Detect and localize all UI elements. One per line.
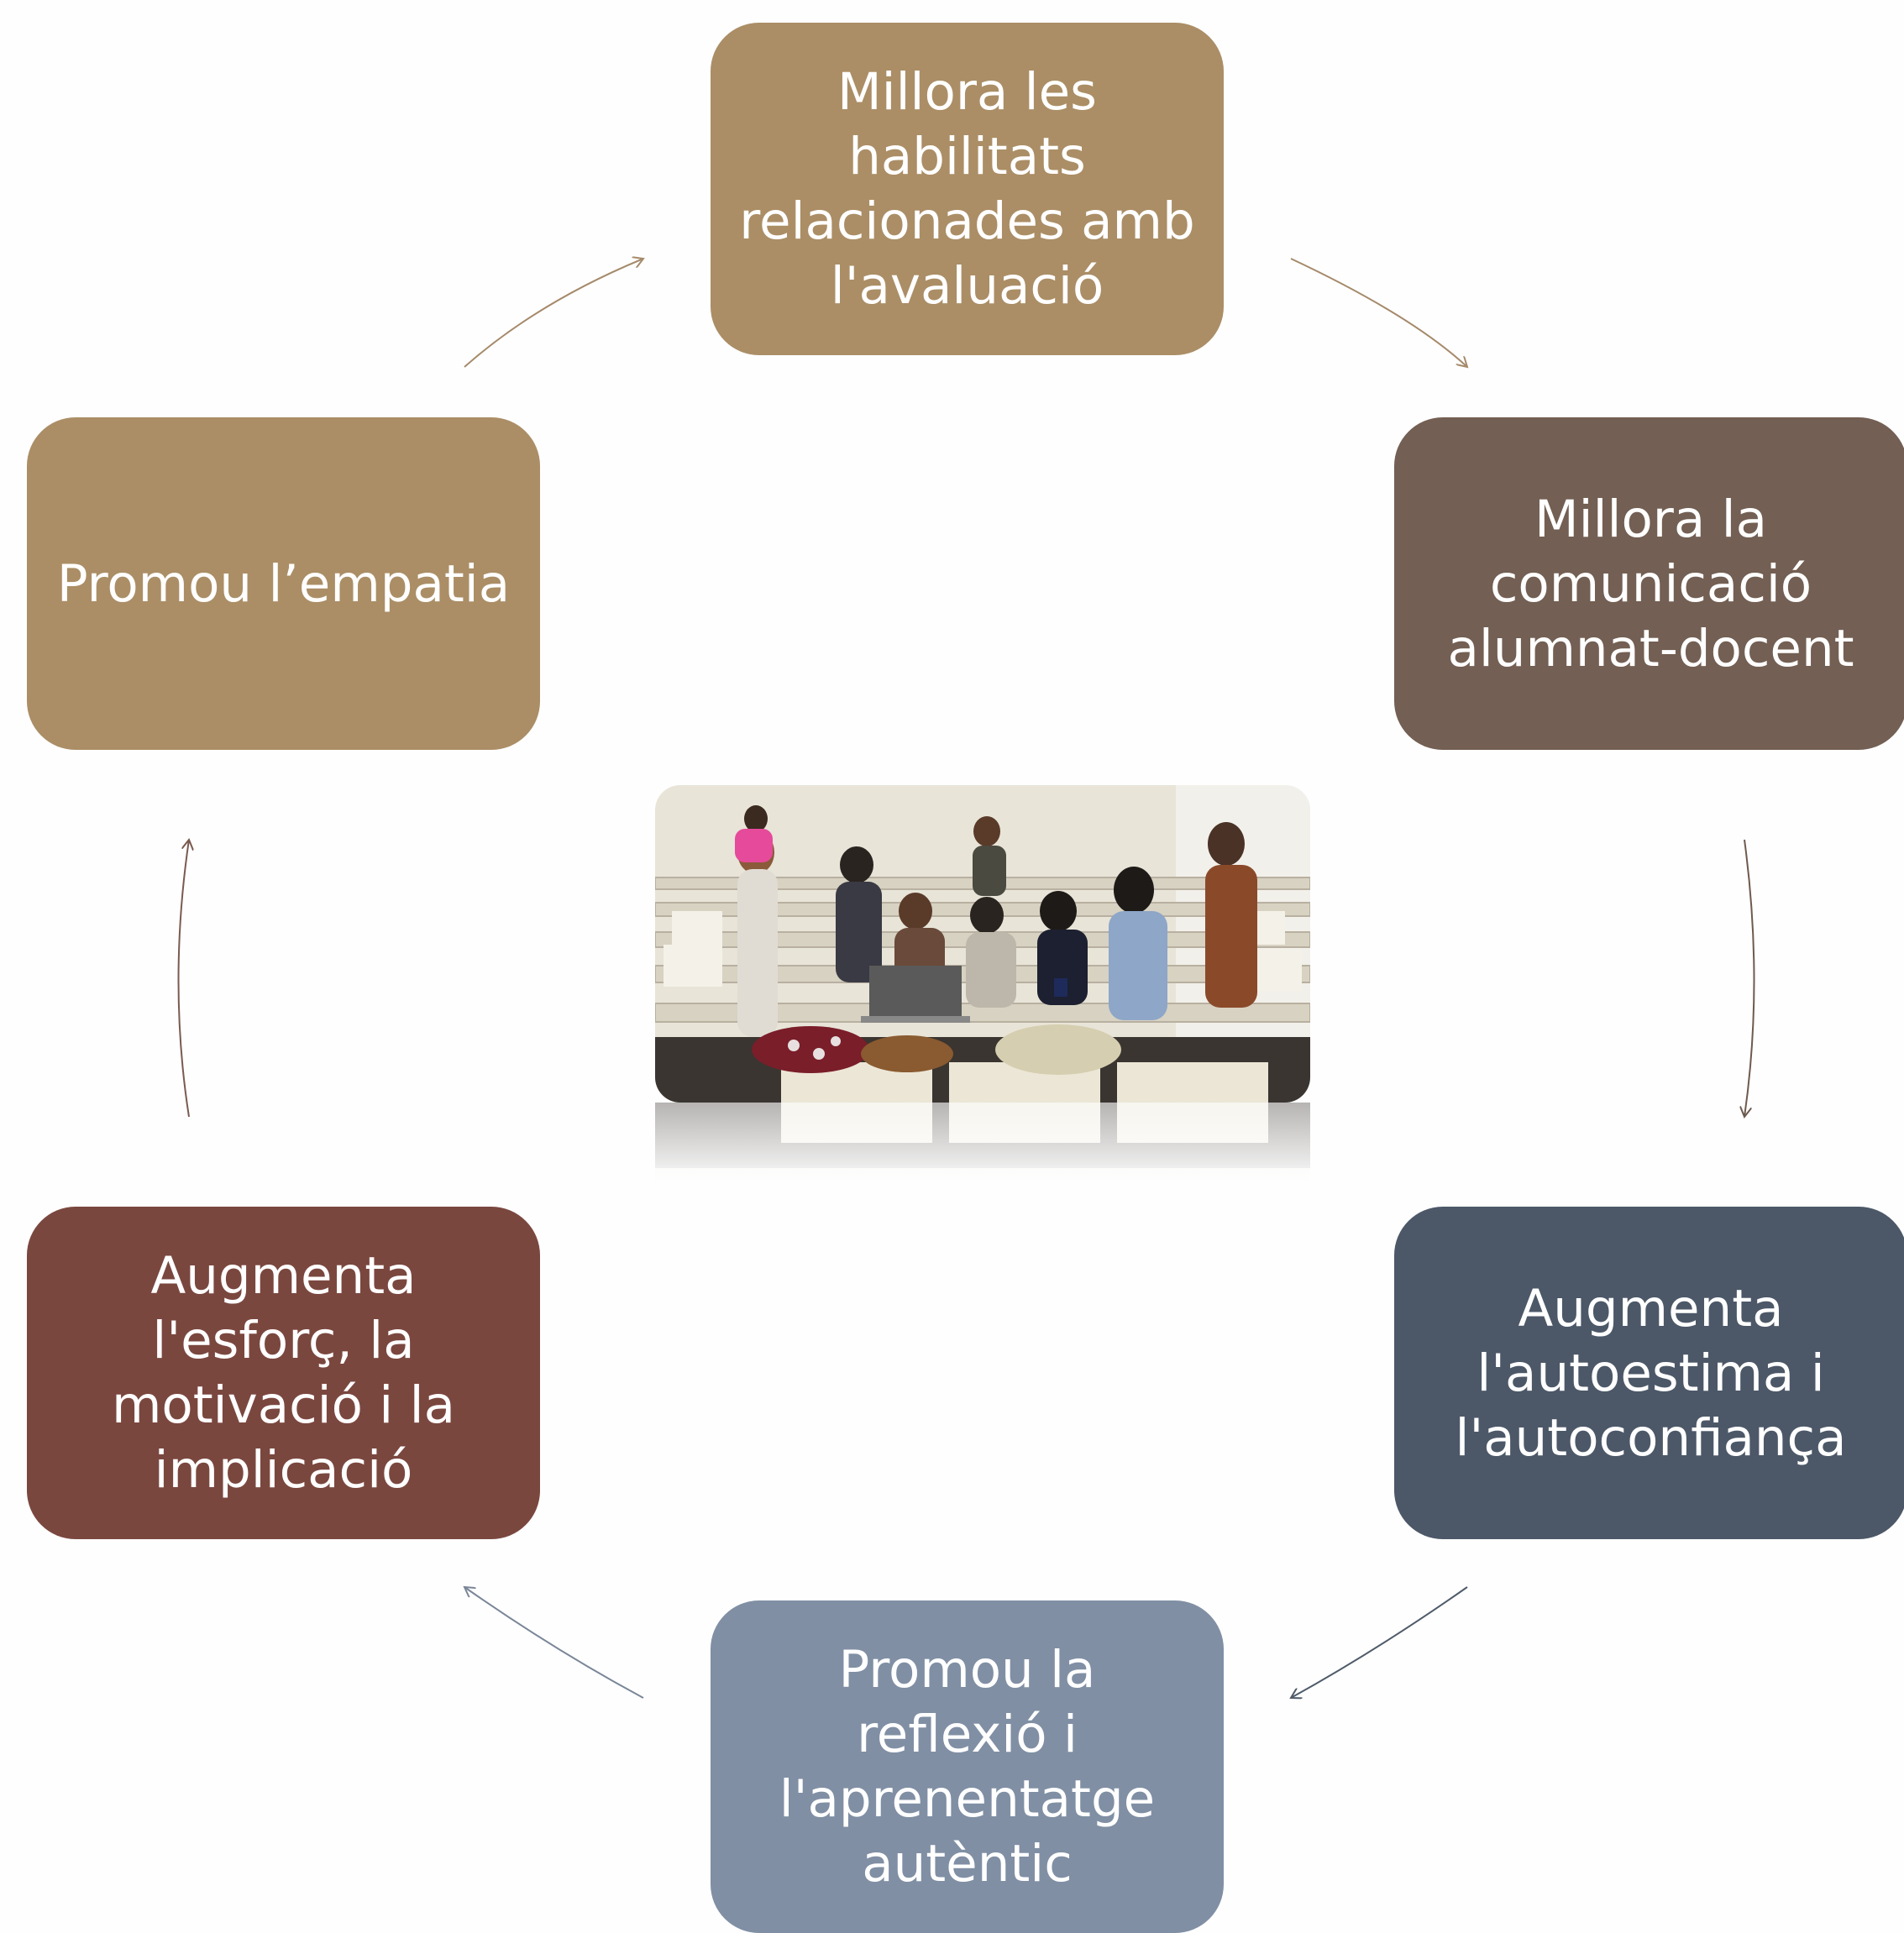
classroom-photo bbox=[655, 785, 1310, 1103]
node-lower-left: Augmenta l'esforç, la motivació i la imp… bbox=[27, 1207, 540, 1539]
node-upper-left: Promou l’empatia bbox=[27, 417, 540, 750]
classroom-photo-illustration bbox=[655, 785, 1310, 1103]
arrow-lower-right-to-bottom bbox=[1291, 1586, 1468, 1698]
node-bottom-label: Promou la reflexió i l'aprenentatge autè… bbox=[779, 1640, 1156, 1894]
arrow-upper-left-to-top bbox=[464, 259, 643, 368]
node-top-label: Millora les habilitats relacionades amb … bbox=[739, 62, 1195, 316]
center-photo bbox=[655, 785, 1310, 1195]
arrow-lower-left-to-upper-left bbox=[177, 840, 190, 1118]
node-lower-left-label: Augmenta l'esforç, la motivació i la imp… bbox=[112, 1246, 455, 1500]
node-upper-right: Millora la comunicació alumnat-docent bbox=[1394, 417, 1904, 750]
node-lower-right-label: Augmenta l'autoestima i l'autoconfiança bbox=[1455, 1278, 1847, 1468]
photo-reflection bbox=[655, 1103, 1310, 1195]
node-top: Millora les habilitats relacionades amb … bbox=[711, 23, 1224, 355]
node-upper-right-label: Millora la comunicació alumnat-docent bbox=[1447, 489, 1854, 678]
node-lower-right: Augmenta l'autoestima i l'autoconfiança bbox=[1394, 1207, 1904, 1539]
arrow-upper-right-to-lower-right bbox=[1744, 839, 1755, 1117]
node-upper-left-label: Promou l’empatia bbox=[56, 553, 511, 614]
node-bottom: Promou la reflexió i l'aprenentatge autè… bbox=[711, 1600, 1224, 1933]
arrow-bottom-to-lower-left bbox=[464, 1587, 644, 1699]
reflection-illustration bbox=[655, 1103, 1310, 1195]
arrow-top-to-upper-right bbox=[1290, 258, 1467, 367]
